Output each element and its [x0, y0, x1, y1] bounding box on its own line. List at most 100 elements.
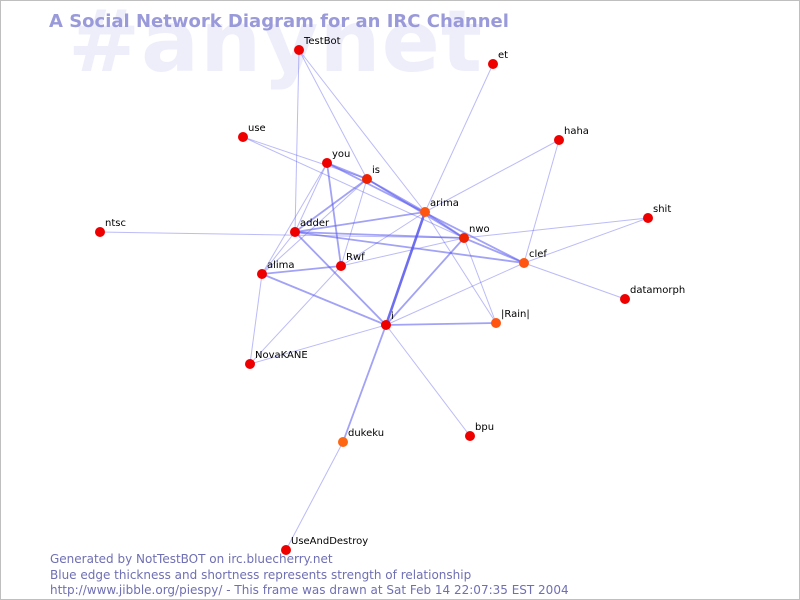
diagram-title: A Social Network Diagram for an IRC Chan… [49, 11, 509, 32]
node-clef: clef [519, 249, 547, 268]
edge-i-bpu [385, 324, 471, 437]
node-alima: alima [257, 260, 295, 279]
edge-haha-arima [424, 139, 560, 213]
node-use: use [238, 123, 266, 142]
footer-legend-note: Blue edge thickness and shortness repres… [50, 568, 472, 582]
node-dot [459, 233, 469, 243]
edge-arima-Rwf [340, 211, 426, 267]
node-dot [491, 318, 501, 328]
node-dot [257, 269, 267, 279]
node-label: et [498, 50, 508, 61]
node-label: alima [267, 260, 295, 271]
node-dot [643, 213, 653, 223]
footer-url-timestamp: http://www.jibble.org/piespy/ - This fra… [50, 583, 569, 597]
channel-watermark: #anynet [68, 0, 484, 92]
edge-clef-i [385, 262, 525, 326]
edge-adder-clef [294, 231, 525, 264]
edge-TestBot-is [298, 49, 368, 180]
node-dot [95, 227, 105, 237]
node-is: is [362, 165, 380, 184]
edge-use-nwo [242, 136, 465, 239]
node-label: Rwf [346, 252, 365, 263]
node-label: dukeku [348, 428, 384, 439]
edge-nwo-clef [463, 237, 525, 264]
node-label: i [391, 311, 394, 322]
node-label: arima [430, 198, 459, 209]
node-label: TestBot [303, 36, 341, 47]
node-dot [336, 261, 346, 271]
node-label: nwo [469, 224, 490, 235]
edge-ntsc-nwo [99, 231, 465, 239]
edge-nwo-Rain [463, 237, 497, 324]
node-label: clef [529, 249, 547, 260]
edge-you-Rwf [326, 162, 342, 267]
node-haha: haha [554, 126, 589, 145]
node-dot [465, 431, 475, 441]
node-TestBot: TestBot [294, 36, 341, 55]
edge-adder-alima [261, 231, 296, 275]
node-label: shit [653, 204, 671, 215]
node-label: you [332, 149, 350, 160]
edge-TestBot-adder [294, 49, 300, 233]
node-adder: adder [290, 218, 330, 237]
node-label: NovaKANE [255, 350, 308, 361]
edge-haha-clef [523, 139, 560, 264]
node-datamorph: datamorph [620, 285, 685, 304]
node-label: adder [300, 218, 330, 229]
node-label: bpu [475, 422, 494, 433]
node-et: et [488, 50, 508, 69]
node-Rain: |Rain| [491, 309, 530, 328]
node-label: datamorph [630, 285, 685, 296]
node-ntsc: ntsc [95, 218, 126, 237]
node-layer: TestBot et use haha you is arima shit ntsc adder n… [95, 36, 685, 555]
node-label: UseAndDestroy [291, 536, 368, 547]
edge-is-alima [261, 178, 368, 275]
node-dot [420, 207, 430, 217]
node-dukeku: dukeku [338, 428, 384, 447]
node-dot [620, 294, 630, 304]
edge-adder-i [294, 231, 387, 326]
node-Rwf: Rwf [336, 252, 365, 271]
node-bpu: bpu [465, 422, 494, 441]
node-label: use [248, 123, 266, 134]
edge-adder-nwo [294, 231, 465, 239]
footer-generated-by: Generated by NotTestBOT on irc.bluecherr… [50, 552, 333, 566]
node-label: |Rain| [501, 309, 530, 320]
edge-you-adder [294, 162, 328, 233]
edge-you-alima [261, 162, 328, 275]
node-arima: arima [420, 198, 459, 217]
node-NovaKANE: NovaKANE [245, 350, 308, 369]
edge-TestBot-arima [298, 49, 426, 213]
node-dot [281, 545, 291, 555]
edge-alima-NovaKANE [249, 273, 263, 365]
edge-arima-adder [294, 211, 426, 233]
node-i: i [381, 311, 394, 330]
edge-i-dukeku [342, 324, 387, 443]
node-dot [488, 59, 498, 69]
edge-is-adder [294, 178, 368, 233]
node-label: is [372, 165, 380, 176]
node-nwo: nwo [459, 224, 490, 243]
edge-nwo-Rwf [340, 237, 465, 267]
edge-layer [99, 49, 649, 551]
node-you: you [322, 149, 350, 168]
node-dot [294, 45, 304, 55]
edge-clef-datamorph [523, 262, 626, 300]
node-dot [290, 227, 300, 237]
edge-nwo-i [385, 237, 465, 326]
edge-arima-Rain [424, 211, 497, 324]
node-dot [554, 135, 564, 145]
edge-arima-nwo [424, 211, 465, 239]
node-dot [245, 359, 255, 369]
edge-i-Rain [385, 322, 497, 326]
edge-i-NovaKANE [249, 324, 387, 365]
edge-shit-nwo [463, 217, 649, 239]
node-label: ntsc [105, 218, 126, 229]
node-UseAndDestroy: UseAndDestroy [281, 536, 368, 555]
node-shit: shit [643, 204, 671, 223]
edge-Rwf-NovaKANE [249, 265, 342, 365]
edge-dukeku-UseAndDestroy [285, 441, 344, 551]
node-dot [362, 174, 372, 184]
edge-alima-Rwf [261, 265, 342, 275]
